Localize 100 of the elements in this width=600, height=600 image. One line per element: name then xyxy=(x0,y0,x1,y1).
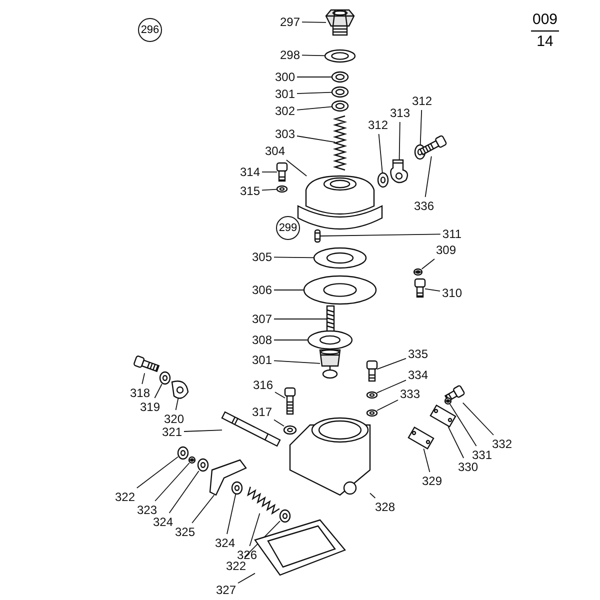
leader-line xyxy=(296,106,332,110)
washer-drawing xyxy=(231,481,243,495)
callout-number: 319 xyxy=(140,400,160,414)
bolt-drawing xyxy=(133,354,160,372)
callout-number: 313 xyxy=(390,106,410,120)
lever-drawing xyxy=(209,459,247,496)
washer-drawing xyxy=(177,446,189,460)
callout-number: 305 xyxy=(252,250,272,264)
plug-drawing xyxy=(325,9,355,36)
washer-drawing xyxy=(331,71,349,83)
leader-line xyxy=(154,384,162,398)
callout-number: 298 xyxy=(280,48,300,62)
washer-drawing xyxy=(366,409,378,417)
callout-number: 324 xyxy=(152,515,174,529)
leader-line xyxy=(296,76,332,78)
ring-drawing xyxy=(313,247,367,269)
leader-line xyxy=(226,494,236,534)
leader-line xyxy=(274,360,320,364)
pump-body-drawing xyxy=(289,417,371,496)
circled-number: 296 xyxy=(138,18,162,42)
washer-drawing xyxy=(413,268,423,276)
callout-number: 321 xyxy=(162,425,182,439)
callout-number: 307 xyxy=(252,312,272,326)
banjo-fitting-drawing xyxy=(171,380,189,399)
leader-line xyxy=(424,288,440,292)
leader-line xyxy=(424,156,432,198)
callout-number: 309 xyxy=(436,243,456,257)
ball-drawing xyxy=(188,456,196,464)
callout-number: 301 xyxy=(252,353,272,367)
screw-drawing xyxy=(366,360,378,382)
leader-line xyxy=(136,456,178,488)
washer-drawing xyxy=(159,371,171,385)
callout-number: 324 xyxy=(214,536,236,550)
leader-line xyxy=(376,400,398,411)
leader-line xyxy=(376,358,406,370)
leader-line xyxy=(274,392,286,398)
callout-number: 306 xyxy=(252,283,272,297)
callout-number: 303 xyxy=(274,127,296,141)
leader-line xyxy=(449,404,477,446)
leader-line xyxy=(448,426,464,458)
callout-number: 301 xyxy=(274,87,296,101)
washer-drawing xyxy=(283,425,297,435)
leader-line xyxy=(249,512,260,546)
callout-number: 312 xyxy=(412,94,432,108)
spring-drawing xyxy=(332,115,348,171)
stud-drawing xyxy=(326,305,335,333)
callout-number: 315 xyxy=(240,184,260,198)
flange-drawing xyxy=(303,275,377,305)
screw-drawing xyxy=(414,278,426,298)
leader-line xyxy=(175,398,179,410)
callout-number: 310 xyxy=(442,286,462,300)
callout-number: 332 xyxy=(492,437,512,451)
housing-drawing xyxy=(297,175,383,230)
sheet-number: 009 xyxy=(532,12,558,28)
valve-drawing xyxy=(319,349,341,379)
circled-number: 299 xyxy=(276,216,300,240)
washer-drawing xyxy=(331,86,349,98)
leader-line xyxy=(238,572,256,584)
leader-line xyxy=(420,110,422,146)
callout-number: 312 xyxy=(368,118,388,132)
washer-drawing xyxy=(331,100,349,112)
callout-number: 297 xyxy=(280,15,300,29)
callout-number: 318 xyxy=(130,386,150,400)
banjo-fitting-drawing xyxy=(390,159,408,184)
leader-line xyxy=(320,234,441,236)
callout-number: 302 xyxy=(274,104,296,118)
callout-number: 326 xyxy=(236,548,258,562)
callout-number: 304 xyxy=(264,144,286,158)
callout-number: 336 xyxy=(414,199,434,213)
leader-line xyxy=(274,256,314,258)
bolt-drawing xyxy=(419,134,448,156)
leader-line xyxy=(262,188,278,191)
callout-number: 334 xyxy=(408,368,428,382)
leader-line xyxy=(192,494,215,524)
leader-line xyxy=(296,136,336,143)
callout-number: 323 xyxy=(136,503,158,517)
leader-line xyxy=(421,258,435,270)
callout-number: 327 xyxy=(216,583,236,597)
leader-line xyxy=(302,54,326,56)
bolt-drawing xyxy=(276,162,288,182)
spring-drawing xyxy=(246,486,280,515)
callout-number: 308 xyxy=(252,333,272,347)
leader-line xyxy=(184,430,222,432)
callout-number: 333 xyxy=(400,387,420,401)
callout-number: 316 xyxy=(252,378,274,392)
washer-drawing xyxy=(324,49,356,63)
callout-number: 328 xyxy=(374,500,396,514)
leader-line xyxy=(274,419,284,427)
leader-line xyxy=(370,492,376,498)
leader-line xyxy=(286,160,308,176)
leader-line xyxy=(274,318,328,320)
callout-number: 311 xyxy=(442,227,462,241)
washer-drawing xyxy=(279,509,291,523)
sheet-number: 14 xyxy=(536,34,554,50)
washer-drawing xyxy=(276,185,288,193)
callout-number: 335 xyxy=(408,347,428,361)
leader-line xyxy=(154,462,190,502)
washer-drawing xyxy=(366,391,378,399)
leader-line xyxy=(462,402,494,436)
leader-line xyxy=(423,448,430,472)
